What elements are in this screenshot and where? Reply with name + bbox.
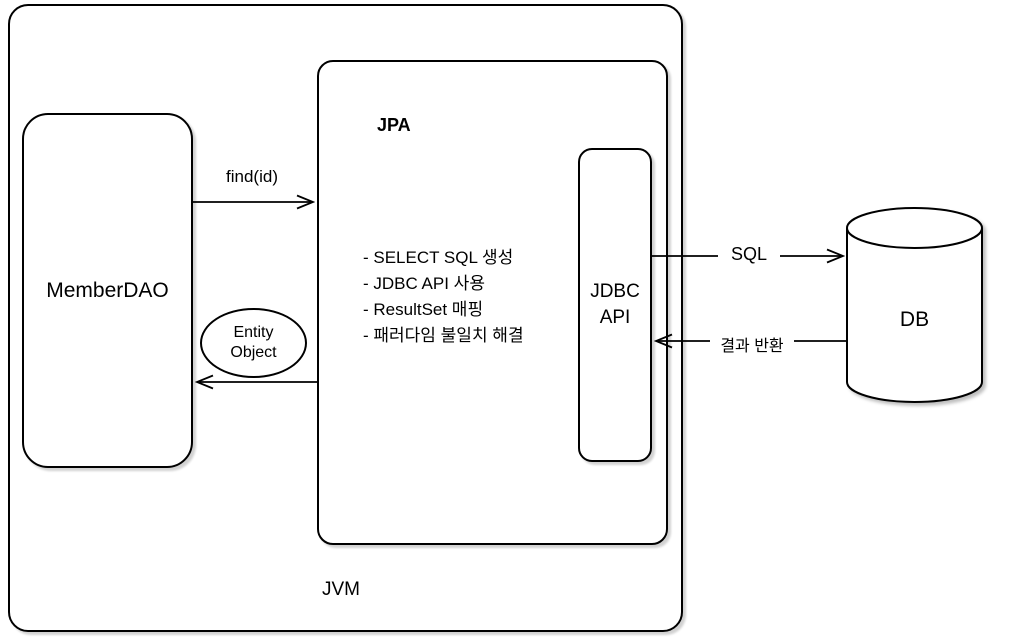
entity-object-label-line1: Entity bbox=[233, 324, 274, 341]
jpa-box: JPA - SELECT SQL 생성 - JDBC API 사용 - Resu… bbox=[317, 60, 668, 545]
result-return-arrow-label: 결과 반환 bbox=[710, 332, 794, 356]
entity-object-label-line2: Object bbox=[230, 344, 277, 361]
jdbc-api-label-line1: JDBC bbox=[590, 281, 640, 302]
db-cylinder bbox=[846, 207, 983, 403]
find-arrow-label: find(id) bbox=[226, 167, 278, 186]
sql-arrow-label: SQL bbox=[718, 244, 780, 265]
jpa-bullet-list: - SELECT SQL 생성 - JDBC API 사용 - ResultSe… bbox=[363, 245, 524, 349]
entity-object-ellipse: Entity Object bbox=[200, 308, 307, 378]
db-label: DB bbox=[899, 308, 930, 331]
memberdao-box: MemberDAO bbox=[22, 113, 193, 468]
jpa-title: JPA bbox=[377, 115, 411, 135]
jvm-label: JVM bbox=[322, 579, 360, 600]
jpa-bullet-item: - JDBC API 사용 bbox=[363, 274, 485, 293]
jdbc-api-box: JDBC API bbox=[578, 148, 652, 462]
jdbc-api-label-line2: API bbox=[599, 307, 631, 328]
jpa-bullet-item: - 패러다임 불일치 해결 bbox=[363, 326, 524, 345]
jpa-bullet-item: - SELECT SQL 생성 bbox=[363, 248, 514, 267]
jpa-bullet-item: - ResultSet 매핑 bbox=[363, 300, 484, 319]
memberdao-label: MemberDAO bbox=[46, 278, 169, 302]
